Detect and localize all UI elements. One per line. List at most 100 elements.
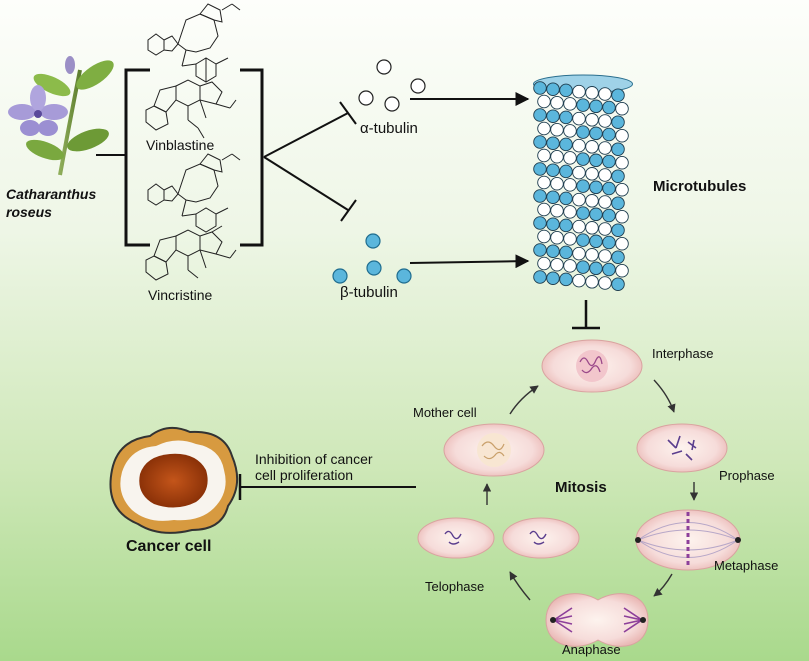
microtubule-subunit — [576, 179, 590, 193]
microtubule-subunit — [563, 97, 577, 111]
microtubule-subunit — [598, 276, 612, 290]
microtubule-subunit — [533, 108, 547, 122]
microtubule-subunit — [589, 207, 603, 222]
microtubule-subunit — [546, 82, 560, 96]
alpha-tubulin-dimers — [358, 59, 426, 112]
interphase-label: Interphase — [652, 346, 714, 361]
inhibition-label: Inhibition of cancer cell proliferation — [255, 451, 373, 483]
microtubule-subunit — [533, 243, 547, 257]
microtubule-subunit — [611, 196, 625, 210]
cell-interphase — [541, 339, 643, 393]
microtubule-subunit — [576, 206, 590, 220]
plant-name-line1: Catharanthus — [6, 186, 97, 202]
inhibition-label-line1: Inhibition of cancer — [255, 451, 373, 467]
microtubule-subunit — [589, 234, 603, 249]
plant-illustration — [8, 56, 114, 176]
microtubule-subunit — [585, 86, 599, 100]
microtubule-subunit — [611, 115, 625, 129]
microtubule-subunit — [602, 127, 616, 142]
microtubule-subunit — [559, 218, 573, 233]
metaphase-label: Metaphase — [714, 558, 779, 573]
microtubule-subunit — [563, 232, 577, 246]
microtubule-subunit — [585, 140, 599, 154]
cell-telophase-daughter-left — [417, 517, 495, 559]
microtubule-subunit — [559, 137, 573, 152]
beta-tubulin-label: β-tubulin — [340, 284, 398, 301]
microtubule-subunit — [572, 111, 586, 126]
microtubule-subunit — [546, 217, 560, 231]
microtubule-subunit — [585, 113, 599, 127]
microtubule-subunit — [572, 165, 586, 180]
vinblastine-structure — [145, 3, 241, 139]
cell-metaphase — [635, 509, 741, 571]
microtubule-subunit — [615, 128, 629, 143]
microtubule-subunit — [611, 277, 625, 291]
microtubule-subunit — [576, 260, 590, 274]
microtubule-subunit — [598, 141, 612, 155]
microtubule-subunit — [589, 261, 603, 276]
microtubule-subunit — [615, 236, 629, 251]
microtubule-subunit — [611, 223, 625, 237]
microtubule-subunit — [563, 205, 577, 219]
microtubule-subunit — [537, 256, 551, 271]
microtubule-subunit — [598, 222, 612, 236]
cell-telophase-daughter-right — [502, 517, 580, 559]
microtubule-subunit — [576, 125, 590, 139]
microtubule-subunit — [585, 248, 599, 262]
microtubule-subunit — [546, 163, 560, 177]
mitosis-cycle-arrows — [482, 379, 699, 601]
plant-name: Catharanthus roseus — [6, 185, 96, 221]
microtubule-subunit — [602, 235, 616, 250]
microtubule-subunit — [589, 126, 603, 141]
cell-anaphase — [545, 593, 649, 647]
microtubule-subunit — [602, 208, 616, 223]
cell-prophase — [636, 423, 728, 473]
microtubule-subunit — [572, 192, 586, 207]
microtubule-subunit — [546, 244, 560, 258]
microtubule-subunit — [611, 142, 625, 156]
microtubule-subunit — [611, 250, 625, 264]
mother-cell-label: Mother cell — [413, 405, 477, 420]
microtubule-subunit — [537, 202, 551, 217]
microtubule-subunit — [559, 245, 573, 260]
left-bracket — [124, 68, 150, 247]
microtubule-subunit — [589, 153, 603, 168]
vincristine-label: Vincristine — [148, 287, 213, 303]
microtubule-subunit — [602, 154, 616, 169]
microtubule-subunit — [602, 262, 616, 277]
microtubule-subunit — [559, 83, 573, 98]
microtubule-subunit — [546, 271, 560, 285]
beta-polymerization-arrow — [409, 254, 530, 269]
microtubule-subunit — [598, 249, 612, 263]
microtubule-subunit — [546, 190, 560, 204]
microtubule-subunit — [559, 110, 573, 125]
microtubule-subunit — [585, 194, 599, 208]
drug-inhibition-lines — [263, 101, 357, 222]
microtubule-subunit — [598, 195, 612, 209]
microtubule-subunit — [559, 272, 573, 287]
right-bracket — [240, 68, 264, 247]
microtubule-subunit — [572, 246, 586, 261]
microtubule-subunit — [572, 84, 586, 99]
microtubule-subunit — [615, 263, 629, 278]
inhibition-label-line2: cell proliferation — [255, 467, 354, 483]
microtubule-subunit — [615, 101, 629, 116]
microtubule-subunit — [589, 180, 603, 195]
periwinkle-flower — [8, 85, 68, 136]
microtubule-subunit — [559, 164, 573, 179]
microtubule-subunit — [602, 181, 616, 196]
microtubule-cylinder — [533, 74, 633, 291]
microtubule-subunit — [550, 149, 564, 164]
microtubule-subunit — [537, 148, 551, 163]
microtubule-subunit — [602, 100, 616, 115]
mitosis-title: Mitosis — [555, 479, 607, 496]
microtubule-subunit — [533, 216, 547, 230]
vinblastine-label: Vinblastine — [146, 137, 215, 153]
microtubule-subunit — [559, 191, 573, 206]
cell-mother — [443, 423, 545, 477]
cancer-cell-label: Cancer cell — [126, 538, 212, 555]
microtubule-subunit — [572, 138, 586, 153]
anaphase-label: Anaphase — [562, 642, 621, 657]
